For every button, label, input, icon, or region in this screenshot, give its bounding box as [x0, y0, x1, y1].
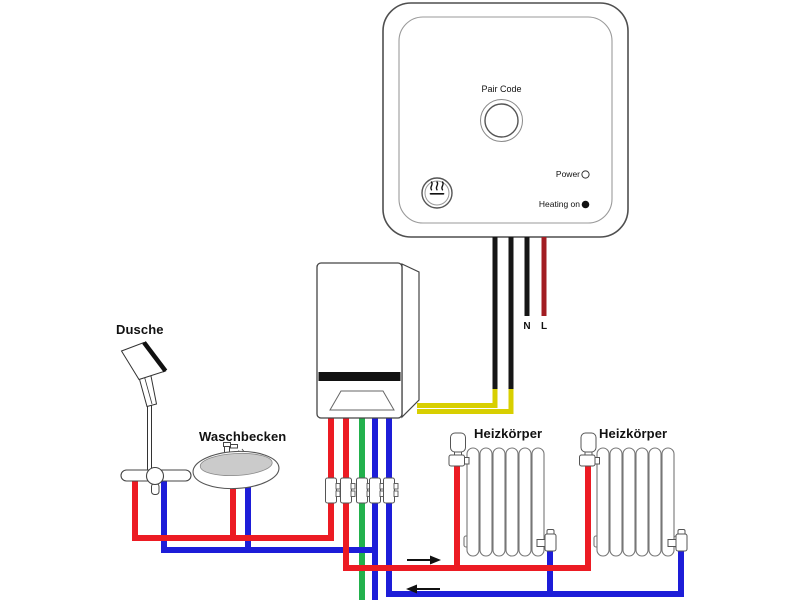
- boiler: [316, 262, 420, 419]
- boiler-side-face: [401, 263, 420, 419]
- heating-on-led-icon: [581, 200, 590, 209]
- radiator1-label: Heizkörper: [474, 426, 543, 441]
- receiver-unit: [382, 2, 629, 238]
- heating-on-label: Heating on: [538, 199, 580, 209]
- valve-heating-return[interactable]: [383, 477, 399, 504]
- boiler-signal-wires: [417, 389, 514, 414]
- thermostatic-valve-radiator2[interactable]: [579, 432, 600, 467]
- shower: [120, 341, 192, 495]
- return-main-pipe: [386, 414, 684, 597]
- signal-wire-yellow-1: [417, 389, 498, 408]
- radiator2-label: Heizkörper: [599, 426, 668, 441]
- valve-cold[interactable]: [369, 477, 385, 504]
- neutral-wires: [492, 237, 530, 391]
- thermostat-head[interactable]: [580, 432, 597, 453]
- sink-label: Waschbecken: [199, 429, 287, 444]
- sink: [192, 442, 280, 490]
- power-label: Power: [555, 169, 580, 179]
- return-flow-arrow-icon: [406, 584, 440, 594]
- shower-label: Dusche: [116, 322, 164, 337]
- live-wire-label: L: [540, 321, 548, 332]
- pair-code-label: Pair Code: [481, 84, 522, 94]
- mixer-knob[interactable]: [145, 466, 165, 486]
- boost-heat-button[interactable]: [421, 177, 453, 209]
- cold-pipe-to-shower: [161, 480, 375, 553]
- thermostatic-valve-radiator1[interactable]: [448, 432, 470, 467]
- signal-wire-yellow-2: [417, 389, 514, 414]
- valve-heating-supply[interactable]: [340, 477, 356, 504]
- return-valve-radiator2[interactable]: [667, 529, 688, 552]
- steam-icon: [429, 181, 445, 195]
- shower-head-edge: [142, 341, 168, 373]
- power-led-icon: [581, 170, 590, 179]
- neutral-wire-label: N: [523, 321, 531, 332]
- hot-water-pipes: [132, 414, 334, 541]
- sink-basin: [192, 450, 280, 490]
- mixer-lever[interactable]: [151, 483, 160, 495]
- flow-arrows: [406, 555, 441, 594]
- return-valve-radiator1[interactable]: [536, 529, 557, 552]
- boiler-isolation-valves: [325, 477, 399, 504]
- thermostat-head[interactable]: [450, 432, 466, 453]
- heating-return-pipes: [386, 414, 684, 597]
- shower-rail: [147, 403, 152, 472]
- radiator-2: [593, 447, 680, 557]
- radiator-1: [463, 447, 550, 557]
- valve-mains[interactable]: [356, 477, 372, 504]
- supply-flow-arrow-icon: [407, 555, 441, 565]
- boiler-display-stripe: [318, 372, 401, 381]
- valve-hot[interactable]: [325, 477, 341, 504]
- boiler-control-panel: [329, 390, 395, 411]
- pair-code-button[interactable]: [480, 99, 523, 142]
